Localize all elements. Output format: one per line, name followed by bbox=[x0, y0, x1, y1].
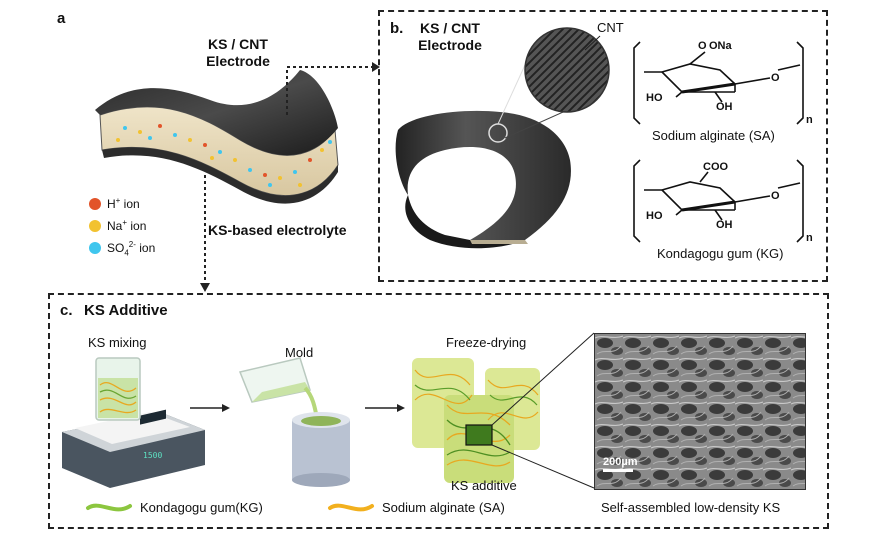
step-freeze-drying: Freeze-drying bbox=[446, 335, 527, 350]
panel-b-title: KS / CNT Electrode bbox=[412, 20, 488, 54]
electrolyte-label: KS-based electrolyte bbox=[208, 222, 347, 238]
panel-b-letter: b. bbox=[390, 20, 404, 37]
scale-bar-label: 200µm bbox=[603, 456, 638, 468]
cnt-label: CNT bbox=[597, 20, 624, 35]
sa-legend-label: Sodium alginate (SA) bbox=[382, 500, 505, 515]
kg-legend-label: Kondagogu gum(KG) bbox=[140, 500, 263, 515]
connector-arrowhead-c bbox=[200, 283, 210, 292]
na-ion-dot bbox=[89, 220, 101, 232]
kg-structure bbox=[633, 159, 804, 243]
sa-o-label: O bbox=[698, 40, 707, 52]
panel-c-frame bbox=[48, 293, 829, 529]
panel-c-letter: c. bbox=[60, 302, 73, 319]
sa-structure bbox=[633, 41, 804, 125]
kg-legend-fiber bbox=[86, 503, 132, 512]
sa-caption: Sodium alginate (SA) bbox=[652, 128, 775, 143]
zoom-line-top bbox=[497, 64, 526, 125]
panel-a-electrode-line1: KS / CNT bbox=[208, 36, 268, 52]
panel-b-title-line1: KS / CNT bbox=[420, 20, 480, 36]
electrode-sheet-bottom bbox=[405, 195, 525, 249]
sem-zoom-line-bottom bbox=[491, 444, 595, 489]
sem-caption: Self-assembled low-density KS bbox=[601, 500, 781, 515]
pouring-beaker bbox=[238, 357, 320, 426]
so4-ion-label: SO42- ion bbox=[107, 240, 156, 258]
kg-caption: Kondagogu gum (KG) bbox=[657, 246, 784, 261]
panel-a-letter: a bbox=[57, 10, 66, 27]
electrode-sheet bbox=[395, 110, 571, 240]
h-ion-dot bbox=[89, 198, 101, 210]
sa-legend-fiber bbox=[328, 503, 374, 512]
na-ion-label: Na+ ion bbox=[107, 218, 147, 233]
electrode-sheet-edge bbox=[470, 240, 528, 244]
magnetic-stirrer bbox=[62, 409, 205, 488]
stirrer-display: 1500 bbox=[143, 451, 163, 460]
kg-ring-o-label: O bbox=[771, 190, 780, 202]
ion-particles bbox=[116, 124, 332, 187]
sa-n-label: n bbox=[806, 114, 813, 126]
sem-image: 200µm bbox=[594, 333, 806, 490]
connector-to-panel-b bbox=[286, 66, 372, 115]
kg-coo-label: COO bbox=[703, 161, 729, 173]
panel-a-electrode-line2: Electrode bbox=[206, 53, 270, 69]
sem-zoom-line-top bbox=[491, 332, 595, 426]
kg-oh-label: OH bbox=[716, 219, 733, 231]
panel-a-electrode-label: KS / CNT Electrode bbox=[193, 36, 283, 70]
step-mold: Mold bbox=[285, 345, 314, 360]
panel-b-frame bbox=[378, 10, 828, 282]
sa-ona-label: ONa bbox=[709, 40, 732, 52]
panel-c-title: KS Additive bbox=[84, 302, 168, 319]
panel-b-title-line2: Electrode bbox=[418, 37, 482, 53]
mixing-beaker bbox=[95, 357, 141, 421]
top-electrode bbox=[95, 70, 338, 156]
ks-additive-label: KS additive bbox=[451, 478, 517, 493]
kg-n-label: n bbox=[806, 232, 813, 244]
step-ks-mixing: KS mixing bbox=[88, 335, 147, 350]
sa-ring-o-label: O bbox=[771, 72, 780, 84]
arrow-2-head bbox=[397, 404, 405, 412]
sa-oh-label: OH bbox=[716, 101, 733, 113]
connector-arrowhead-b bbox=[372, 62, 380, 72]
kg-ho-label: HO bbox=[646, 210, 663, 222]
sa-ho-label: HO bbox=[646, 92, 663, 104]
cnt-zoom-circle bbox=[524, 27, 610, 113]
freeze-dried-samples bbox=[412, 358, 540, 483]
h-ion-label: H+ ion bbox=[107, 196, 140, 211]
arrow-1-head bbox=[222, 404, 230, 412]
so4-ion-dot bbox=[89, 242, 101, 254]
cnt-pointer bbox=[584, 35, 601, 51]
bottom-electrode bbox=[102, 147, 338, 204]
mold-cylinder bbox=[292, 412, 350, 487]
